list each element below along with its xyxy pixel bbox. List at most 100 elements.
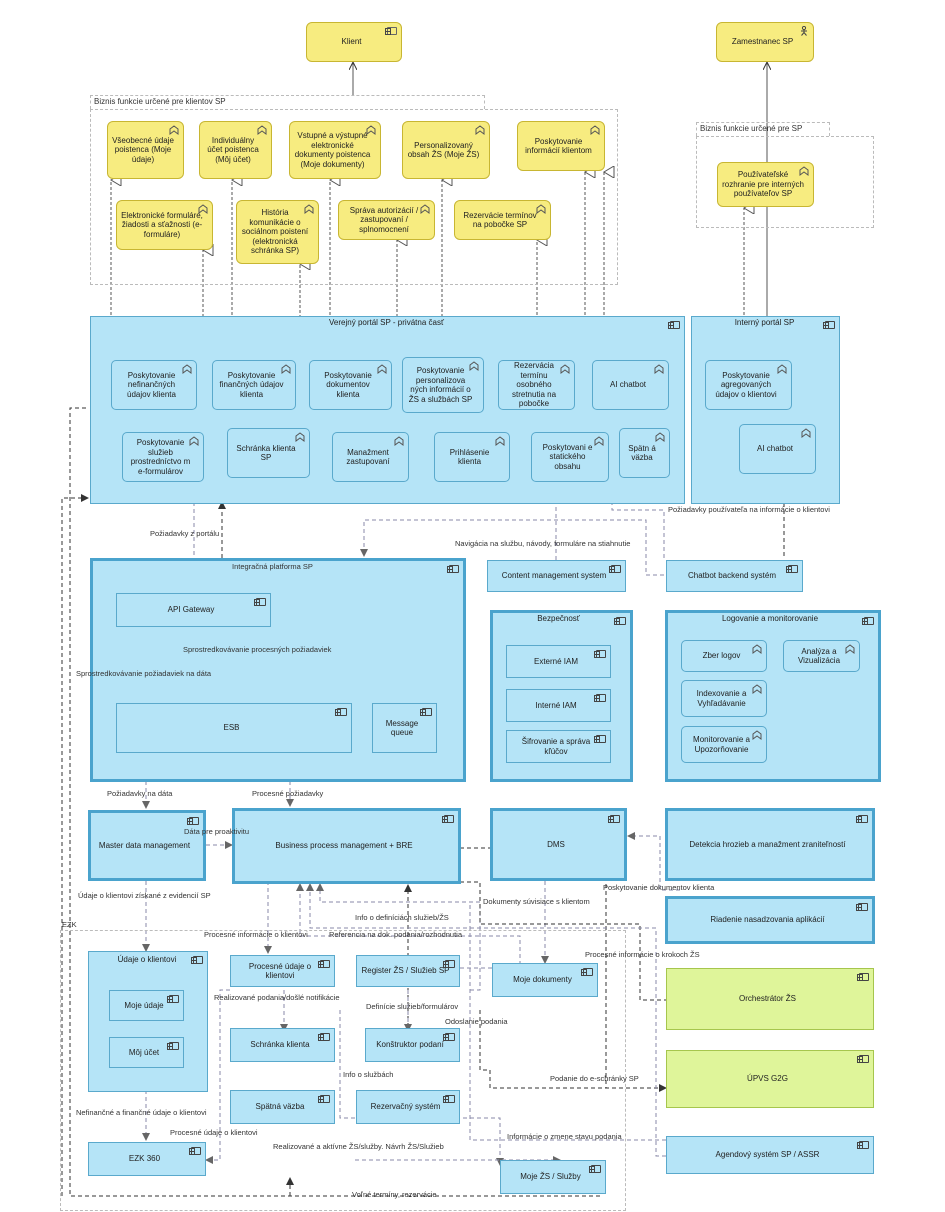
portal-service-e-formulare[interactable]: Poskytovanie služieb prostredníctvo m e-… [122, 432, 204, 482]
app-external-iam[interactable]: Externé IAM [506, 645, 611, 678]
log-indexovanie[interactable]: Indexovanie a Vyhľadávanie [681, 680, 767, 717]
flow-label: Sprostredkovávanie požiadaviek na dáta [76, 669, 212, 678]
client-data-title: Údaje o klientovi [117, 955, 177, 964]
app-konstruktor-podani[interactable]: Konštruktor podaní [365, 1028, 460, 1062]
app-rezervacny-system[interactable]: Rezervačný systém [356, 1090, 460, 1124]
component-icon [608, 815, 620, 823]
component-icon [594, 735, 606, 743]
portal-p12-label: Spätn á väzba [628, 443, 656, 463]
log-analyza[interactable]: Analýza a Vizualizácia [783, 640, 860, 672]
app-esb[interactable]: ESB [116, 703, 352, 753]
group-biz-internal-tab: Biznis funkcie určené pre SP [696, 122, 830, 136]
log-zber-logov[interactable]: Zber logov [681, 640, 767, 672]
biz-function-historia-komunikacie[interactable]: História komunikácie o sociálnom poisten… [236, 200, 319, 264]
app-mq-label: Message queue [385, 718, 419, 738]
portal-service-nefinancne-udaje[interactable]: Poskytovanie nefinančných údajov klienta [111, 360, 197, 410]
biz-function-e-formulare[interactable]: Elektronické formuláre, žiadosti a sťažn… [116, 200, 213, 250]
biz-function-moje-zs[interactable]: Personalizovaný obsah ŽS (Moje ŽS) [402, 121, 490, 179]
public-portal-title: Verejný portál SP - privátna časť [329, 318, 444, 327]
flow-label: Realizované a aktívne ŽS/služby. Návrh Ž… [273, 1142, 444, 1151]
app-cms[interactable]: Content management system [487, 560, 626, 592]
app-client-data[interactable] [88, 951, 208, 1092]
app-spatna-vazba[interactable]: Spätná väzba [230, 1090, 335, 1124]
biz-function-moje-dokumenty[interactable]: Vstupné a výstupné elektronické dokument… [289, 121, 381, 179]
internal-portal[interactable] [691, 316, 840, 504]
biz-function-moje-udaje[interactable]: Všeobecné údaje poistenca (Moje údaje) [107, 121, 184, 179]
portal-i1-label: Poskytovanie agregovaných údajov o klien… [715, 370, 777, 399]
app-agenda-system[interactable]: Agendový systém SP / ASSR [666, 1136, 874, 1174]
biz-b3-label: Vstupné a výstupné elektronické dokument… [294, 131, 371, 169]
app-threat-detection[interactable]: Detekcia hrozieb a manažment zraniteľnos… [665, 808, 875, 881]
internal-service-ai-chatbot[interactable]: AI chatbot [739, 424, 816, 474]
flow-label: Podanie do e-schránky SP [550, 1074, 639, 1083]
portal-service-spatna-vazba[interactable]: Spätn á väzba [619, 428, 670, 478]
component-icon [167, 995, 179, 1003]
app-agenda-label: Agendový systém SP / ASSR [715, 1150, 820, 1160]
app-moj-ucet[interactable]: Môj účet [109, 1037, 184, 1068]
portal-service-rezervacia[interactable]: Rezervácia termínu osobného stretnutia n… [498, 360, 575, 410]
portal-service-financne-udaje[interactable]: Poskytovanie finančných údajov klienta [212, 360, 296, 410]
portal-service-prihlasenie[interactable]: Prihlásenie klienta [434, 432, 510, 482]
biz-function-sprava-autorizacii[interactable]: Správa autorizácií / zastupovaní / splno… [338, 200, 435, 240]
app-crypto[interactable]: Šifrovanie a správa kľúčov [506, 730, 611, 763]
portal-p6-label: AI chatbot [609, 380, 647, 390]
biz-function-poskytovanie-informacii[interactable]: Poskytovanie informácií klientom [517, 121, 605, 171]
app-bpm-bre[interactable]: Business process management + BRE [232, 808, 461, 884]
app-moje-udaje[interactable]: Moje údaje [109, 990, 184, 1021]
portal-service-zastupovania[interactable]: Manažment zastupovaní [332, 432, 409, 482]
app-moje-dokumenty[interactable]: Moje dokumenty [492, 963, 598, 997]
portal-service-schranka[interactable]: Schránka klienta SP [227, 428, 310, 478]
flow-label: Procesné údaje o klientovi [170, 1128, 258, 1137]
app-mdm-label: Master data management [98, 840, 191, 850]
function-icon [777, 364, 787, 374]
component-icon [187, 817, 199, 825]
portal-service-ai-chatbot[interactable]: AI chatbot [592, 360, 669, 410]
app-dms-label: DMS [547, 839, 565, 849]
app-procesne-udaje[interactable]: Procesné údaje o klientovi [230, 955, 335, 987]
component-icon [589, 1165, 601, 1173]
function-icon [475, 125, 485, 135]
biz-function-rezervacie[interactable]: Rezervácie termínov na pobočke SP [454, 200, 551, 240]
flow-label: Realizované podania/došlé notifikácie [214, 993, 340, 1002]
group-ezk-label: EZK [62, 920, 77, 929]
function-icon [281, 364, 291, 374]
app-orchestrator[interactable]: Orchestrátor ŽS [666, 968, 874, 1030]
app-moje-zs-sluzby[interactable]: Moje ŽS / Služby [500, 1160, 606, 1194]
app-schranka-klienta[interactable]: Schránka klienta [230, 1028, 335, 1062]
function-icon [169, 125, 179, 135]
function-icon [495, 436, 505, 446]
biz-function-interne-rozhranie[interactable]: Používateľské rozhranie pre interných po… [717, 162, 814, 207]
actor-client-label: Klient [341, 37, 362, 47]
app-upvs-g2g[interactable]: ÚPVS G2G [666, 1050, 874, 1108]
portal-service-personalizovane-info[interactable]: Poskytovanie personalizova ných informác… [402, 357, 484, 413]
app-deployment[interactable]: Riadenie nasadzovania aplikácií [665, 896, 875, 944]
function-icon [654, 364, 664, 374]
biz-function-moj-ucet[interactable]: Individuálny účet poistenca (Môj účet) [199, 121, 272, 179]
actor-client[interactable]: Klient [306, 22, 402, 62]
app-ezk-360[interactable]: EZK 360 [88, 1142, 206, 1176]
app-register-zs[interactable]: Register ŽS / Služieb SP [356, 955, 460, 987]
app-register-label: Register ŽS / Služieb SP [361, 966, 450, 976]
app-dms[interactable]: DMS [490, 808, 627, 881]
actor-employee[interactable]: Zamestnanec SP [716, 22, 814, 62]
app-message-queue[interactable]: Message queue [372, 703, 437, 753]
flow-label: Sprostredkovávanie procesných požiadavie… [183, 645, 332, 654]
internal-service-agregovane-udaje[interactable]: Poskytovanie agregovaných údajov o klien… [705, 360, 792, 410]
app-chatbot-backend[interactable]: Chatbot backend systém [666, 560, 803, 592]
app-master-data-management[interactable]: Master data management [88, 810, 206, 881]
app-esb-label: ESB [223, 723, 240, 733]
app-api-gateway[interactable]: API Gateway [116, 593, 271, 627]
biz-b7-label: História komunikácie o sociálnom poisten… [241, 208, 309, 256]
portal-p7-label: Poskytovanie služieb prostredníctvo m e-… [130, 438, 191, 476]
component-icon [335, 708, 347, 716]
log-monitorovanie[interactable]: Monitorovanie a Upozorňovanie [681, 726, 767, 763]
app-internal-iam[interactable]: Interné IAM [506, 689, 611, 722]
portal-service-dokumenty[interactable]: Poskytovanie dokumentov klienta [309, 360, 392, 410]
group-biz-clients-label: Biznis funkcie určené pre klientov SP [94, 97, 226, 106]
function-icon [752, 684, 762, 694]
portal-p10-label: Prihlásenie klienta [449, 447, 490, 467]
component-icon [191, 956, 203, 964]
portal-service-staticky-obsah[interactable]: Poskytovani e statického obsahu [531, 432, 609, 482]
component-icon [594, 694, 606, 702]
flow-label: Údaje o klientovi získané z evidencií SP [78, 891, 211, 900]
